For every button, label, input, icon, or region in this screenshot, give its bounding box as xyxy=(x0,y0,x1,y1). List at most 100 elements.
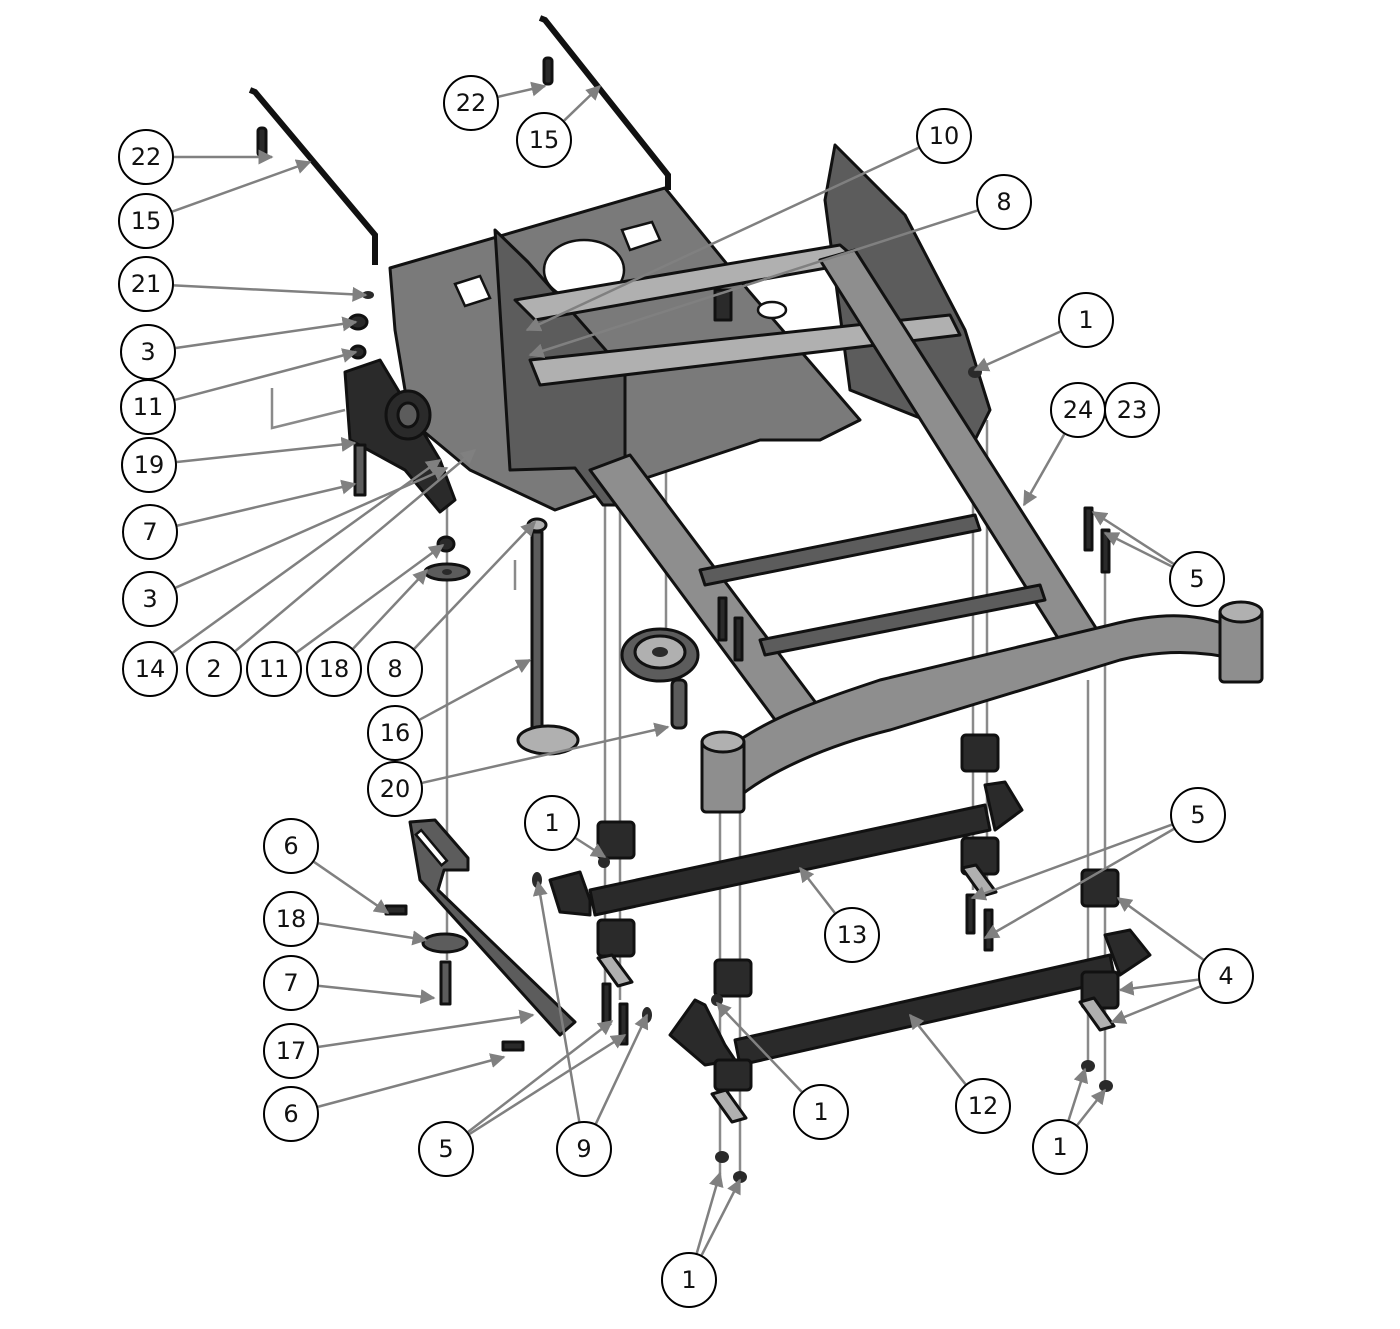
callout-number: 15 xyxy=(528,126,560,154)
callout-17: 17 xyxy=(263,1023,319,1079)
leader-line xyxy=(173,284,368,302)
leader-line xyxy=(973,330,1061,372)
idler-pulley xyxy=(620,627,700,730)
lift-rod-left xyxy=(248,87,378,265)
callout-9: 9 xyxy=(556,1121,612,1177)
bolts-upper xyxy=(717,506,1111,662)
leader-line xyxy=(422,722,670,785)
callout-number: 8 xyxy=(387,655,403,683)
leader-line xyxy=(468,1033,627,1136)
callout-number: 13 xyxy=(836,921,868,949)
callout-6: 6 xyxy=(263,1086,319,1142)
callout-number: 11 xyxy=(132,393,164,421)
main-frame xyxy=(588,248,1264,814)
callout-18: 18 xyxy=(263,891,319,947)
leader-line xyxy=(1116,896,1205,961)
lift-actuator xyxy=(343,358,457,514)
callout-7: 7 xyxy=(263,955,319,1011)
callout-number: 22 xyxy=(130,143,162,171)
callout-number: 12 xyxy=(967,1092,999,1120)
leader-line xyxy=(1103,531,1173,568)
callout-number: 4 xyxy=(1218,962,1234,990)
callout-19: 19 xyxy=(121,437,177,493)
callout-24: 24 xyxy=(1050,382,1106,438)
leader-line xyxy=(594,1013,649,1125)
callout-number: 8 xyxy=(996,188,1012,216)
callout-20: 20 xyxy=(367,761,423,817)
callout-number: 7 xyxy=(142,518,158,546)
leader-line xyxy=(909,1013,967,1085)
callout-number: 5 xyxy=(1190,801,1206,829)
callout-22: 22 xyxy=(443,75,499,131)
callout-number: 6 xyxy=(283,832,299,860)
callout-number: 1 xyxy=(1052,1133,1068,1161)
callout-number: 21 xyxy=(130,270,162,298)
callout-18: 18 xyxy=(306,641,362,697)
callout-number: 11 xyxy=(258,655,290,683)
callout-number: 18 xyxy=(275,905,307,933)
callout-number: 1 xyxy=(681,1266,697,1294)
front-axle-12 xyxy=(598,856,1152,1124)
callout-10: 10 xyxy=(916,108,972,164)
callout-number: 24 xyxy=(1062,396,1094,424)
callout-5: 5 xyxy=(1170,787,1226,843)
leader-line xyxy=(574,837,607,859)
callout-22: 22 xyxy=(118,129,174,185)
leader-line xyxy=(695,1171,724,1254)
leader-line xyxy=(467,1020,614,1133)
leader-line xyxy=(498,81,547,98)
callout-number: 5 xyxy=(438,1135,454,1163)
leader-line xyxy=(799,866,836,914)
callout-number: 20 xyxy=(379,775,411,803)
caster-mount-left xyxy=(700,730,746,814)
leader-line xyxy=(234,449,477,652)
callout-number: 15 xyxy=(130,207,162,235)
callout-23: 23 xyxy=(1104,382,1160,438)
callout-number: 5 xyxy=(1189,565,1205,593)
callout-number: 10 xyxy=(928,122,960,150)
callout-number: 17 xyxy=(275,1037,307,1065)
callout-number: 19 xyxy=(133,451,165,479)
callout-number: 23 xyxy=(1116,396,1148,424)
callout-11: 11 xyxy=(120,379,176,435)
callout-3: 3 xyxy=(120,324,176,380)
leader-line xyxy=(175,316,358,350)
lift-arm xyxy=(408,818,577,1037)
leader-line xyxy=(318,1009,535,1049)
callout-14: 14 xyxy=(122,641,178,697)
leader-line xyxy=(317,1053,506,1108)
callout-2: 2 xyxy=(186,641,242,697)
callout-7: 7 xyxy=(122,504,178,560)
leader-line xyxy=(318,984,436,1005)
callout-1: 1 xyxy=(524,795,580,851)
callout-number: 2 xyxy=(206,655,222,683)
leader-line xyxy=(983,827,1175,940)
callout-8: 8 xyxy=(976,174,1032,230)
callout-1: 1 xyxy=(661,1252,717,1308)
leader-line xyxy=(1118,978,1199,996)
leader-line xyxy=(171,159,312,213)
leader-line xyxy=(352,568,429,650)
leader-line xyxy=(413,520,537,650)
leader-line xyxy=(175,466,449,589)
caster-mount-right xyxy=(1218,600,1264,684)
callout-15: 15 xyxy=(516,112,572,168)
callout-6: 6 xyxy=(263,818,319,874)
leader-line xyxy=(715,1001,803,1093)
leader-line xyxy=(700,1178,742,1256)
callout-number: 1 xyxy=(813,1098,829,1126)
callout-16: 16 xyxy=(367,705,423,761)
callout-number: 18 xyxy=(318,655,350,683)
leader-line xyxy=(1067,1067,1089,1121)
callout-1: 1 xyxy=(793,1084,849,1140)
lift-rod-right xyxy=(538,15,671,190)
callout-21: 21 xyxy=(118,256,174,312)
callout-12: 12 xyxy=(955,1078,1011,1134)
callout-1: 1 xyxy=(1032,1119,1088,1175)
leader-line xyxy=(1022,433,1066,507)
leader-line xyxy=(419,658,532,721)
leader-line xyxy=(528,209,978,358)
callout-15: 15 xyxy=(118,193,174,249)
